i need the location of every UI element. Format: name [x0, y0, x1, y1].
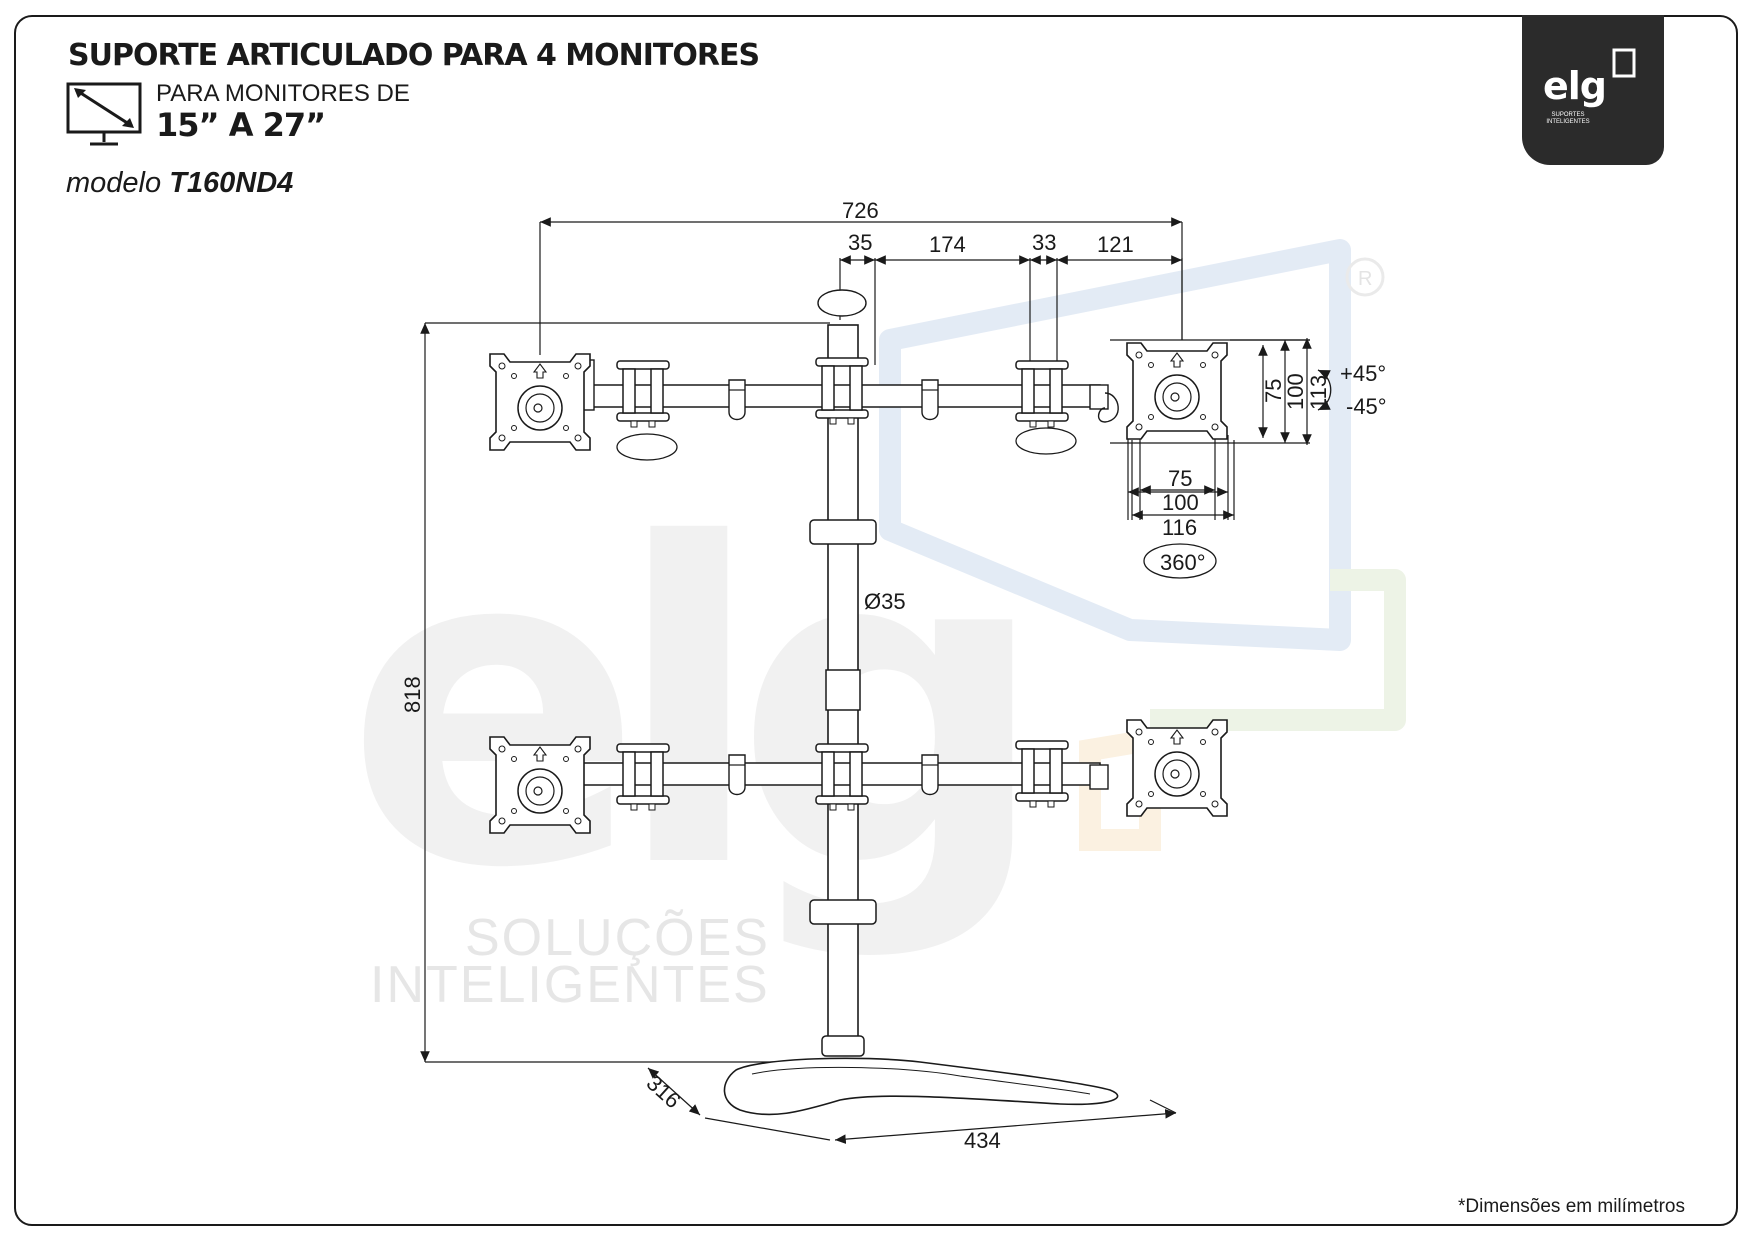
dim-vesa-h100: 100	[1162, 490, 1199, 515]
units-footnote: *Dimensões em milímetros	[1458, 1196, 1685, 1217]
svg-text:R: R	[1358, 268, 1372, 290]
base	[723, 1057, 1119, 1116]
dim-tilt-down: -45°	[1346, 394, 1387, 419]
monitor-range-label: PARA MONITORES DE	[156, 80, 410, 107]
dim-vesa-v100: 100	[1283, 373, 1308, 410]
top-arm	[489, 342, 1228, 461]
tilt-arc	[1317, 369, 1332, 411]
watermark-logo: elg R	[345, 239, 1406, 964]
dim-174: 174	[929, 232, 966, 257]
dim-121: 121	[1097, 232, 1134, 257]
model-code: T160ND4	[169, 167, 294, 199]
model-prefix: modelo	[66, 167, 162, 199]
dim-vesa-h75: 75	[1168, 466, 1192, 491]
dim-pole-diameter: Ø35	[864, 589, 906, 614]
pole	[809, 289, 877, 1057]
dim-rotation: 360°	[1160, 550, 1206, 575]
brand-logo-subtitle: SUPORTES INTELIGENTES	[1546, 112, 1590, 125]
dim-35: 35	[848, 230, 872, 255]
product-title: SUPORTE ARTICULADO PARA 4 MONITORES	[68, 38, 760, 73]
rotation-ellipse	[1143, 543, 1217, 579]
dimension-lines	[420, 217, 1312, 1144]
monitor-range-value: 15” A 27”	[156, 106, 326, 144]
dim-total-width: 726	[842, 198, 879, 223]
brand-logo: elg	[1543, 64, 1607, 108]
dim-base-width: 434	[964, 1128, 1001, 1153]
model-line: modelo T160ND4	[66, 167, 293, 200]
dim-tilt-up: +45°	[1340, 361, 1386, 386]
watermark-line1: SOLUÇÕES	[465, 909, 770, 967]
bottom-arm	[489, 719, 1228, 834]
svg-text:elg: elg	[345, 452, 1019, 964]
monitor-size-icon	[66, 82, 142, 146]
dim-vesa-v75: 75	[1261, 379, 1286, 403]
brand-monitor-icon	[1612, 48, 1636, 78]
dim-vesa-h116: 116	[1162, 515, 1197, 540]
page-border	[14, 15, 1738, 1226]
watermark-line2: INTELIGENTES	[370, 956, 770, 1014]
dim-vesa-v113: 113	[1306, 375, 1331, 410]
dim-height: 818	[400, 676, 425, 713]
dim-33: 33	[1032, 230, 1056, 255]
dim-base-depth: 316	[642, 1070, 686, 1113]
brand-logo-tab	[1522, 15, 1664, 165]
